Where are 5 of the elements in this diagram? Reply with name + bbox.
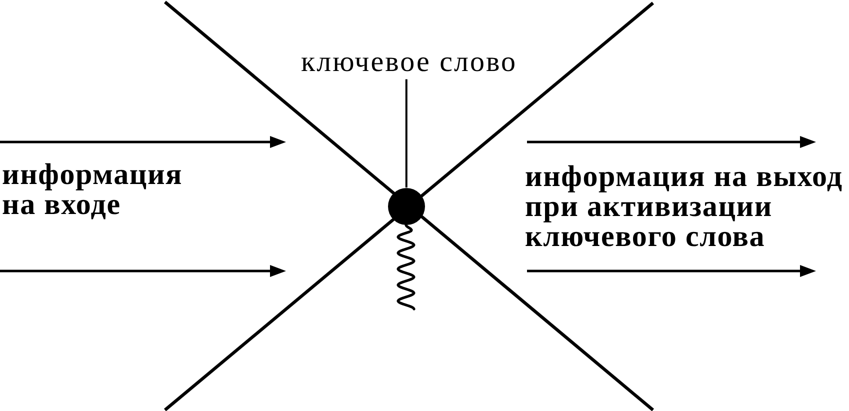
text-label: ключевое слово [301,46,517,80]
caption-text: информация на входе [2,160,184,220]
leader-line [405,79,408,188]
caption-text: информация на выход при активизации ключевого слова [525,162,844,252]
junction-dot [388,188,424,224]
